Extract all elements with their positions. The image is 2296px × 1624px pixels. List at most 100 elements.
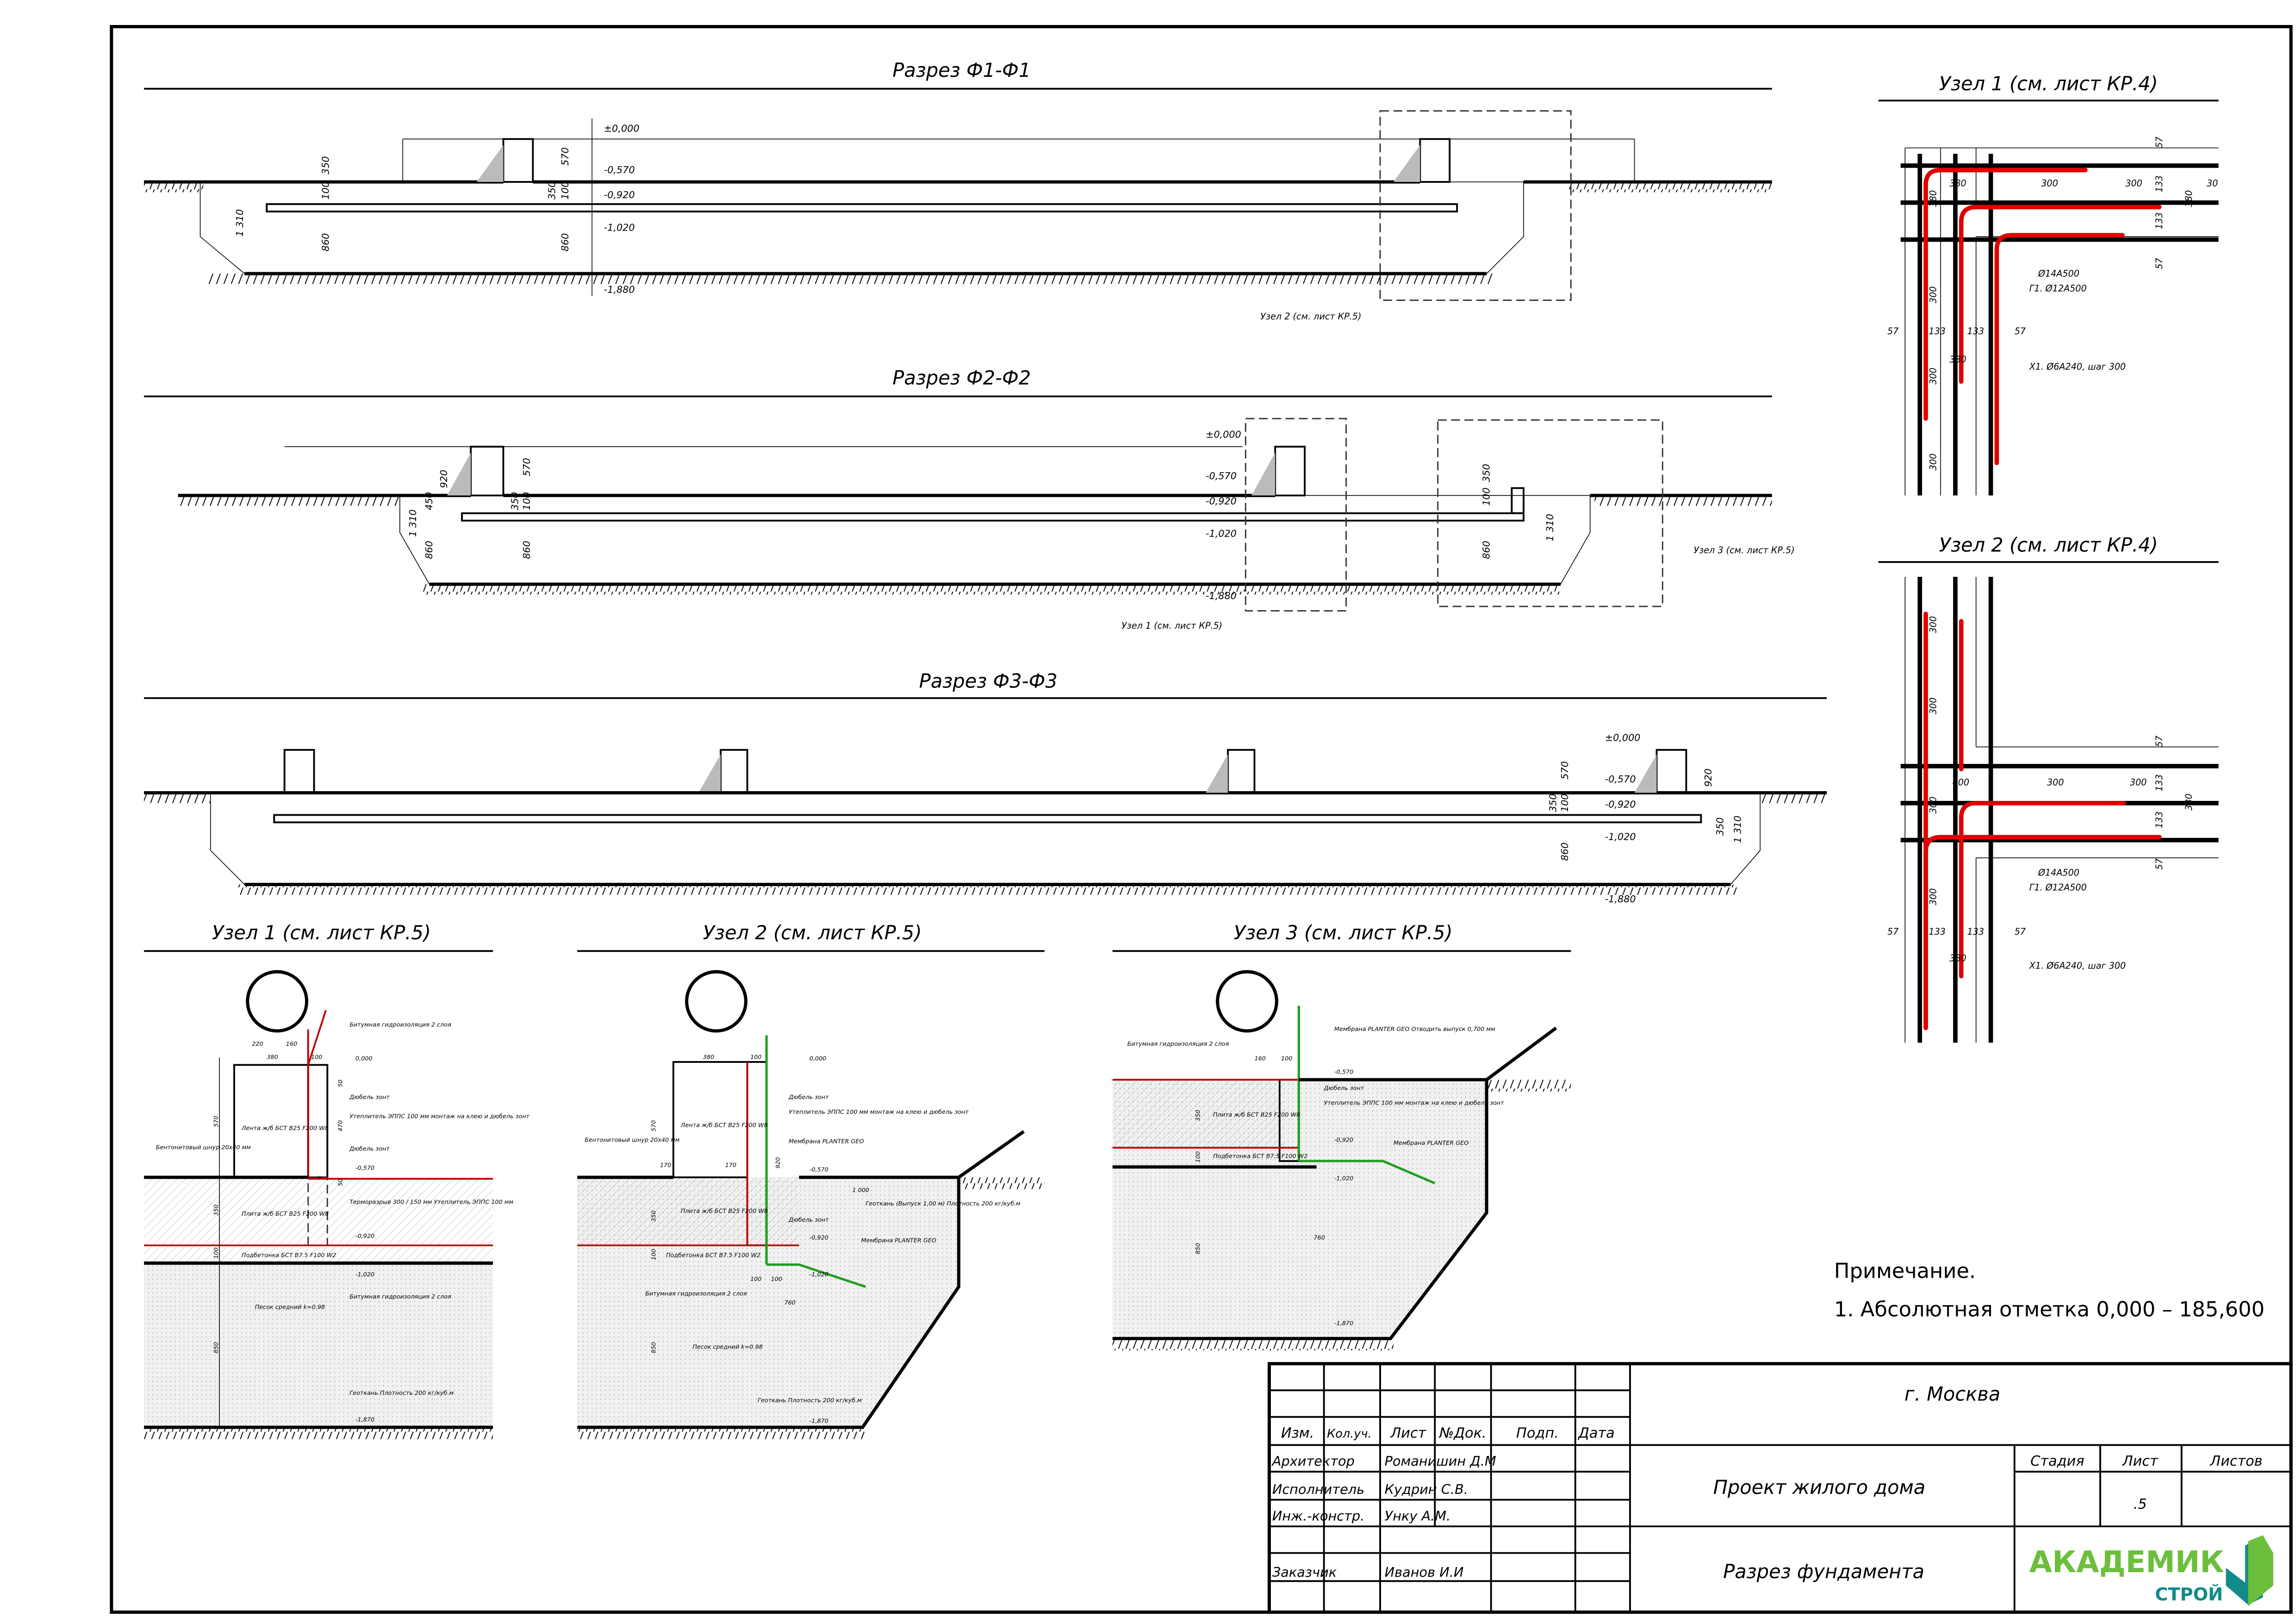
node-2-detail: Узел 2 (см. лист КР.5) 0,000 -0,570 -0,9… [577, 921, 1045, 1439]
sheet-frame [110, 25, 2293, 1614]
drawing-label: Лист [1390, 1425, 1426, 1441]
drawing-label: 300 [2047, 777, 2064, 787]
drawing-label: Битумная гидроизоляция 2 слоя [645, 1291, 747, 1298]
node-1-title: Узел 1 (см. лист КР.5) [212, 921, 431, 944]
drawing-label: 100 [1281, 1056, 1292, 1062]
drawing-label: 0,000 [809, 1056, 827, 1062]
drawing-label: 50 [337, 1080, 344, 1087]
title-block: Изм. Кол.уч. Лист №Док. Подп. Дата Архит… [1267, 1362, 2293, 1614]
drawing-label: 57 [2154, 735, 2165, 747]
drawing-label: 380 [703, 1054, 714, 1061]
drawing-label: 920 [438, 470, 449, 488]
drawing-label: ±0,000 [1605, 732, 1641, 743]
drawing-label: 1 310 [234, 209, 245, 237]
node-3-title: Узел 3 (см. лист КР.5) [1234, 921, 1453, 944]
drawing-label: 850 [651, 1342, 658, 1353]
section-f2: Разрез Ф2-Ф2 ±0,000 -0,570 -0,920 -1,020… [144, 367, 1795, 631]
section-f1-title: Разрез Ф1-Ф1 [892, 59, 1031, 81]
drawing-label: 133 [2154, 175, 2165, 193]
drawing-label: 350 [1547, 793, 1558, 812]
drawing-label: 300 [1928, 797, 1938, 814]
drawing-label: Бентонитовый шнур 20x40 мм [585, 1137, 680, 1143]
drawing-label: 350 [1195, 1110, 1201, 1121]
drawing-label: 850 [1195, 1243, 1201, 1254]
drawing-label: Геоткань (Выпуск 1,00 м) Плотность 200 к… [865, 1200, 1020, 1207]
drawing-label: 100 [750, 1054, 761, 1061]
drawing-label: 300 [2125, 178, 2142, 189]
drawing-label: 850 [213, 1342, 220, 1353]
drawing-label: Утеплитель ЭППС 100 мм монтаж на клею и … [349, 1113, 529, 1120]
drawing-label: 350 [1481, 464, 1492, 482]
drawing-label: -1,870 [809, 1418, 828, 1424]
callout-label: Узел 2 (см. лист КР.5) [1260, 311, 1361, 322]
drawing-label: 1 310 [1732, 816, 1743, 843]
drawing-label: 380 [267, 1054, 278, 1061]
svg-text:АКАДЕМИК: АКАДЕМИК [2029, 1545, 2224, 1580]
drawing-label: Мембрана PLANTER GEO [861, 1237, 936, 1244]
drawing-label: -0,920 [1206, 495, 1237, 506]
drawing-label: -0,570 [809, 1166, 828, 1173]
drawing-label: 220 [252, 1041, 263, 1048]
drawing-label: Г1. Ø12A500 [2029, 882, 2087, 893]
drawing-label: Мембрана PLANTER GEO [1394, 1140, 1468, 1147]
drawing-label: -1,870 [355, 1416, 374, 1423]
drawing-label: 920 [1703, 768, 1714, 787]
drawing-label: ±0,000 [604, 123, 640, 134]
drawing-label: 350 [320, 156, 331, 175]
drawing-label: 920 [775, 1157, 782, 1168]
drawing-label: Г1. Ø12A500 [2029, 283, 2087, 294]
drawing-label: -0,570 [1605, 774, 1636, 785]
drawing-label: 133 [1929, 926, 1946, 937]
drawing-label: 300 [1928, 888, 1938, 906]
drawing-label: 100 [651, 1249, 658, 1260]
drawing-label: Стадия [2030, 1453, 2084, 1469]
drawing-label: 300 [1928, 453, 1938, 470]
drawing-label: 133 [1967, 926, 1984, 937]
rebar-node-1: Узел 1 (см. лист КР.4) 380 300 300 30 57… [1878, 72, 2219, 496]
drawing-label: 570 [560, 147, 571, 166]
section-f3-title: Разрез Ф3-Ф3 [919, 670, 1058, 693]
drawing-label: 300 [2130, 777, 2147, 787]
drawing-label: Ø14A500 [2038, 268, 2079, 279]
drawing-label: Подбетонка БСТ B7.5 F100 W2 [1213, 1153, 1307, 1160]
drawing-label: -1,020 [1605, 831, 1636, 843]
drawing-label: 160 [286, 1041, 297, 1048]
drawing-label: 133 [1929, 326, 1946, 337]
drawing-label: 380 [1928, 190, 1938, 207]
drawing-label: -0,920 [604, 189, 635, 200]
drawing-label: Исполнитель [1272, 1481, 1364, 1497]
drawing-label: Узел 1 (см. лист КР.4) [1939, 72, 2158, 95]
drawing-label: -0,570 [1206, 470, 1237, 481]
drawing-label: 100 [1195, 1151, 1201, 1162]
drawing-label: 0,000 [355, 1056, 373, 1062]
drawing-label: -1,020 [355, 1271, 374, 1278]
drawing-label: 57 [2154, 257, 2165, 269]
drawing-label: 30 [2207, 178, 2218, 189]
drawing-label: Битумная гидроизоляция 2 слоя [349, 1293, 451, 1300]
drawing-label: 1 310 [1544, 514, 1556, 541]
drawing-label: 300 [1928, 616, 1938, 633]
drawing-label: -1,880 [1206, 590, 1237, 601]
section-f1: Разрез Ф1-Ф1 ±0,000 -0,570 -0,920 -1,020… [144, 59, 1772, 322]
drawing-label: Дюбель зонт [788, 1094, 829, 1101]
drawing-label: Бентонитовый шнур 20x40 мм [156, 1144, 251, 1151]
drawing-label: 57 [2015, 326, 2026, 337]
drawing-label: Изм. [1281, 1425, 1314, 1441]
drawing-label: 100 [750, 1276, 761, 1283]
drawing-label: -1,880 [1605, 893, 1636, 905]
drawing-label: Лента ж/б БСТ B25 F200 W8 [680, 1122, 768, 1129]
title-block-headers: Изм. Кол.уч. Лист №Док. Подп. Дата [1281, 1425, 1615, 1441]
drawing-label: 100 [311, 1054, 322, 1061]
rebar-node-2: Узел 2 (см. лист КР.4) 300 300 400 300 3… [1878, 534, 2219, 1043]
drawing-label: 760 [1313, 1234, 1325, 1241]
drawing-label: Подп. [1516, 1425, 1559, 1441]
drawing-label: Лента ж/б БСТ B25 F200 W8 [241, 1125, 329, 1132]
drawing-label: №Док. [1438, 1425, 1487, 1441]
project-name: Проект жилого дома [1713, 1476, 1926, 1499]
drawing-label: 570 [213, 1116, 220, 1127]
drawing-label: -0,920 [355, 1233, 374, 1240]
drawing-label: Дюбель зонт [349, 1146, 390, 1153]
drawing-label: 350 [213, 1205, 220, 1216]
drawing-label: Мембрана PLANTER GEO [789, 1138, 864, 1145]
drawing-label: 1 310 [407, 509, 418, 537]
